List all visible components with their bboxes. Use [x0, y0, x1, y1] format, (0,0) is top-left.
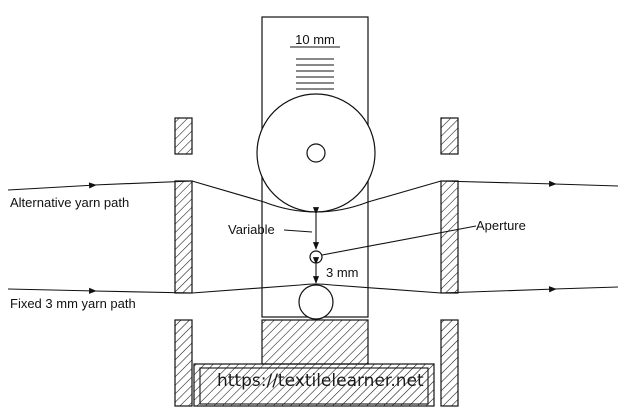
watermark: https://textilelearner.net	[217, 371, 424, 391]
left-post-top	[174, 117, 193, 155]
base-plate	[193, 363, 435, 407]
aperture-circle	[309, 250, 323, 264]
fixed-path-label: Fixed 3 mm yarn path	[10, 296, 136, 311]
column-base-block	[261, 319, 369, 365]
aperture-label: Aperture	[476, 218, 526, 233]
gap-label: 3 mm	[326, 265, 359, 280]
base-plate-inner	[199, 367, 429, 405]
scale-label: 10 mm	[295, 32, 335, 47]
small-roller	[298, 284, 334, 320]
aperture-leader	[321, 225, 477, 256]
fixed-yarn-path	[7, 283, 619, 294]
alternative-yarn-path	[7, 180, 619, 213]
right-post-top	[440, 117, 459, 155]
right-post-middle	[440, 180, 459, 294]
roller-axle	[306, 143, 326, 163]
variable-dimension	[283, 207, 320, 250]
left-post-middle	[174, 180, 193, 294]
alternative-path-label: Alternative yarn path	[10, 195, 129, 210]
variable-label: Variable	[228, 222, 275, 237]
right-post-bottom	[440, 319, 459, 407]
left-post-bottom	[174, 319, 193, 407]
scale-ticks	[290, 46, 340, 90]
